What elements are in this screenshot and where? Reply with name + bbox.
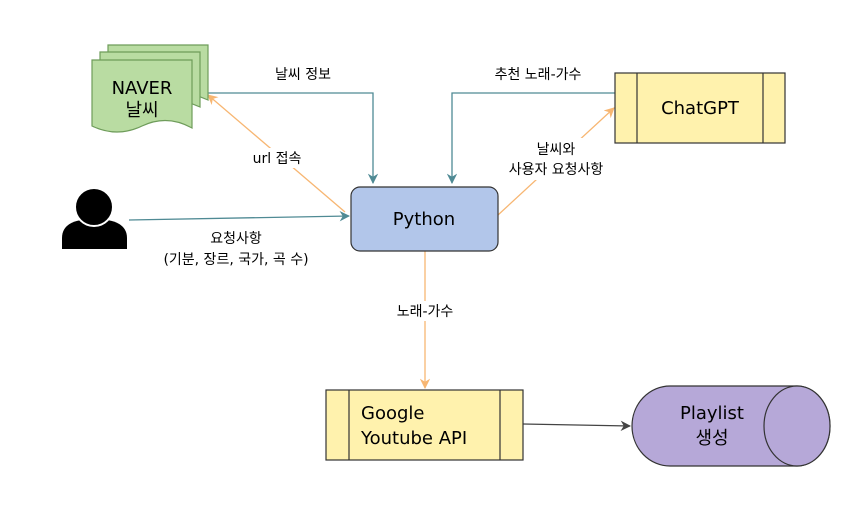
naver-weather-node: NAVER 날씨: [91, 44, 209, 133]
playlist-node-label-1: Playlist: [680, 403, 744, 424]
chatgpt-node-label: ChatGPT: [661, 98, 740, 119]
edge-url-access-label: url 접속: [253, 151, 302, 167]
edge-user-request: [128, 210, 351, 222]
edge-song-artist-label: 노래-가수: [397, 304, 454, 320]
edge-to-playlist: [522, 420, 632, 432]
python-node: Python: [350, 186, 499, 252]
youtube-node-label-1: Google: [361, 403, 424, 424]
edge-recommend-label: 추천 노래-가수: [495, 67, 582, 83]
youtube-api-node: Google Youtube API: [325, 389, 524, 461]
user-icon: [62, 187, 127, 249]
edge-user-request-label-2: (기분, 장르, 국가, 곡 수): [163, 252, 308, 268]
naver-node-label-2: 날씨: [125, 100, 158, 121]
edge-recommend: [446, 92, 615, 185]
edge-user-request-label-1: 요청사항: [210, 231, 262, 247]
chatgpt-node: ChatGPT: [614, 72, 786, 144]
edge-weather-info-label: 날씨 정보: [275, 67, 331, 83]
naver-node-label-1: NAVER: [112, 78, 173, 99]
playlist-node-label-2: 생성: [695, 428, 728, 449]
playlist-node: Playlist 생성: [631, 385, 831, 467]
youtube-node-label-2: Youtube API: [360, 428, 467, 449]
python-node-label: Python: [393, 209, 455, 230]
edge-weather-request-label-2: 사용자 요청사항: [509, 162, 604, 178]
edge-weather-info: [208, 92, 379, 185]
edge-weather-request-label-1: 날씨와: [537, 142, 576, 158]
